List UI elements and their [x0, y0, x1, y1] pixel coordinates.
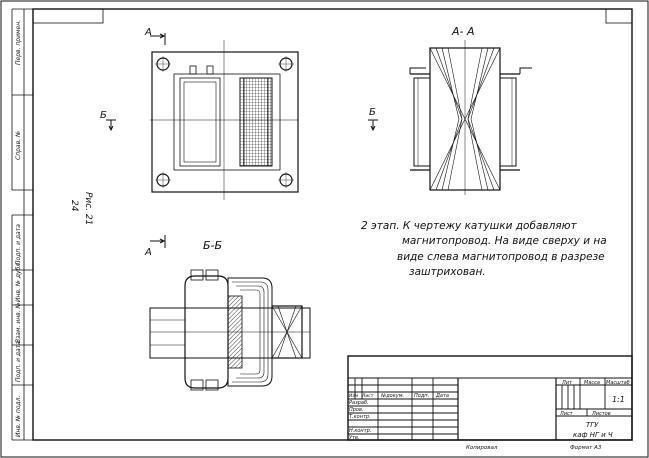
section-a-bottom-label: А: [144, 247, 152, 258]
tb-data: Дата: [435, 393, 449, 399]
sprav-label: Справ. №: [15, 131, 22, 160]
tb-list-col: Лист: [361, 393, 374, 399]
side-stamp: [11, 8, 33, 441]
perv-primen-label: Перв. примен.: [15, 20, 22, 65]
note-line-4: заштрихован.: [409, 266, 486, 278]
vzam-inv-label: Взам. инв. №: [15, 302, 22, 343]
tb-tkontr: Т.контр.: [349, 414, 371, 420]
tb-org-1: ТГУ: [586, 421, 599, 429]
figure-label: Рис. 21: [83, 192, 93, 225]
section-a-left-label: А: [144, 27, 152, 38]
tb-n-dokum: №докум.: [380, 393, 404, 399]
tb-nkontr: Н.контр.: [349, 428, 371, 434]
section-markers: [106, 33, 378, 248]
tb-prov: Пров.: [349, 407, 364, 413]
title-block: [347, 355, 633, 441]
note-line-3: виде слева магнитопровод в разрезе: [397, 251, 605, 263]
section-b-right-label: Б: [369, 107, 376, 118]
section-b-left-label: Б: [100, 110, 107, 121]
top-view: [150, 40, 299, 200]
note-line-1: 2 этап. К чертежу катушки добавляют: [361, 220, 577, 232]
section-bb-view: [149, 269, 311, 391]
tb-masshtab: Масштаб: [606, 380, 630, 386]
note-line-2: магнитопровод. На виде сверху и на: [402, 235, 607, 247]
podp-data-2-label: Подп. и дата: [15, 341, 22, 382]
tb-format: Формат А3: [570, 445, 602, 451]
side-stamp-labels: Перв. примен. Справ. № Подп. и дата Инв.…: [15, 20, 22, 437]
inv-podl-label: Инв. № подл.: [15, 396, 22, 437]
section-aa-view: [409, 40, 532, 195]
tb-massa: Масса: [584, 380, 600, 386]
section-aa-title: А- А: [451, 25, 475, 38]
title-block-labels: Изм Лист №докум. Подп. Дата Разраб. Пров…: [349, 380, 630, 451]
tb-org-2: каф НГ и Ч: [573, 431, 613, 439]
tb-sheet: Лист: [559, 411, 574, 417]
tb-scale-value: 1:1: [612, 395, 625, 404]
tb-kopiroval: Копировал: [466, 445, 498, 451]
tb-sheets: Листов: [591, 411, 611, 417]
inv-dubl-label: Инв. № дубл.: [15, 261, 22, 302]
tb-utv: Утв.: [349, 435, 360, 441]
tb-razrab: Разраб.: [349, 400, 369, 406]
tb-lit: Лит: [561, 380, 573, 386]
figure-number: 24: [69, 200, 79, 212]
tb-izm: Изм: [349, 393, 359, 399]
podp-data-1-label: Подп. и дата: [15, 224, 22, 265]
section-bb-title: Б-Б: [203, 239, 222, 252]
tb-podp: Подп.: [414, 393, 429, 399]
